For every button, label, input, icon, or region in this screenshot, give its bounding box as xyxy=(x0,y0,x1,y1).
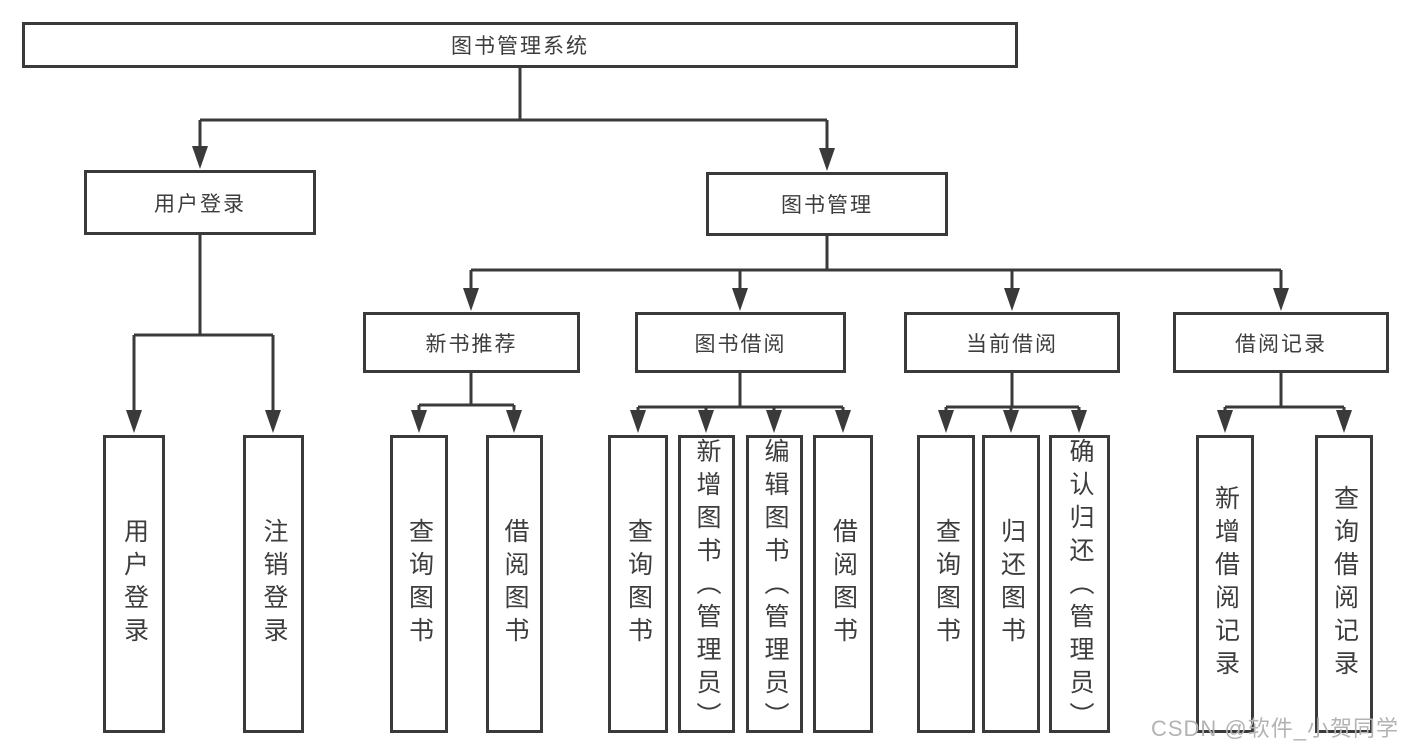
leaf-query-books-1: 查询图书 xyxy=(390,435,448,733)
leaf-borrow-books-2: 借阅图书 xyxy=(813,435,873,733)
leaf-confirm-return-admin: 确认归还（管理员） xyxy=(1049,435,1110,735)
node-label: 归还图书 xyxy=(997,518,1026,650)
node-label: 用户登录 xyxy=(154,192,246,216)
csdn-watermark: CSDN @软件_小贺同学 xyxy=(1150,716,1399,741)
leaf-user-login: 用户登录 xyxy=(103,435,165,733)
node-label: 确认归还（管理员） xyxy=(1066,438,1094,735)
node-label: 注销登录 xyxy=(260,518,288,650)
node-label: 新增借阅记录 xyxy=(1211,485,1240,683)
node-label: 用户登录 xyxy=(120,518,149,650)
leaf-logout: 注销登录 xyxy=(243,435,304,733)
leaf-query-books-2: 查询图书 xyxy=(608,435,668,733)
node-book-borrowing: 图书借阅 xyxy=(635,312,846,373)
leaf-query-books-3: 查询图书 xyxy=(917,435,975,733)
leaf-return-books: 归还图书 xyxy=(982,435,1040,733)
node-user-login: 用户登录 xyxy=(84,170,316,235)
node-label: 借阅记录 xyxy=(1235,332,1327,356)
node-label: 图书管理 xyxy=(781,194,873,217)
node-label: 当前借阅 xyxy=(966,332,1058,356)
node-library-management-system: 图书管理系统 xyxy=(22,22,1018,68)
node-label: 新书推荐 xyxy=(425,332,518,356)
leaf-edit-books-admin: 编辑图书（管理员） xyxy=(746,435,803,735)
leaf-add-books-admin: 新增图书（管理员） xyxy=(678,435,735,735)
node-label: 新增图书（管理员） xyxy=(693,438,721,735)
node-label: 借阅图书 xyxy=(829,518,858,650)
leaf-borrow-books-1: 借阅图书 xyxy=(486,435,543,733)
node-current-borrowing: 当前借阅 xyxy=(904,312,1120,373)
node-label: 查询借阅记录 xyxy=(1330,485,1359,683)
node-label: 查询图书 xyxy=(932,518,961,650)
node-label: 查询图书 xyxy=(624,518,653,650)
node-label: 查询图书 xyxy=(405,518,434,650)
leaf-add-borrow-record: 新增借阅记录 xyxy=(1196,435,1254,733)
leaf-query-borrow-record: 查询借阅记录 xyxy=(1315,435,1373,733)
node-new-book-recommend: 新书推荐 xyxy=(363,312,580,373)
node-label: 借阅图书 xyxy=(501,518,529,650)
node-book-management: 图书管理 xyxy=(706,172,948,236)
node-label: 图书管理系统 xyxy=(451,35,589,58)
node-borrow-records: 借阅记录 xyxy=(1173,312,1389,373)
node-label: 编辑图书（管理员） xyxy=(761,438,789,735)
arrowheads xyxy=(126,146,1352,433)
node-label: 图书借阅 xyxy=(694,332,787,356)
